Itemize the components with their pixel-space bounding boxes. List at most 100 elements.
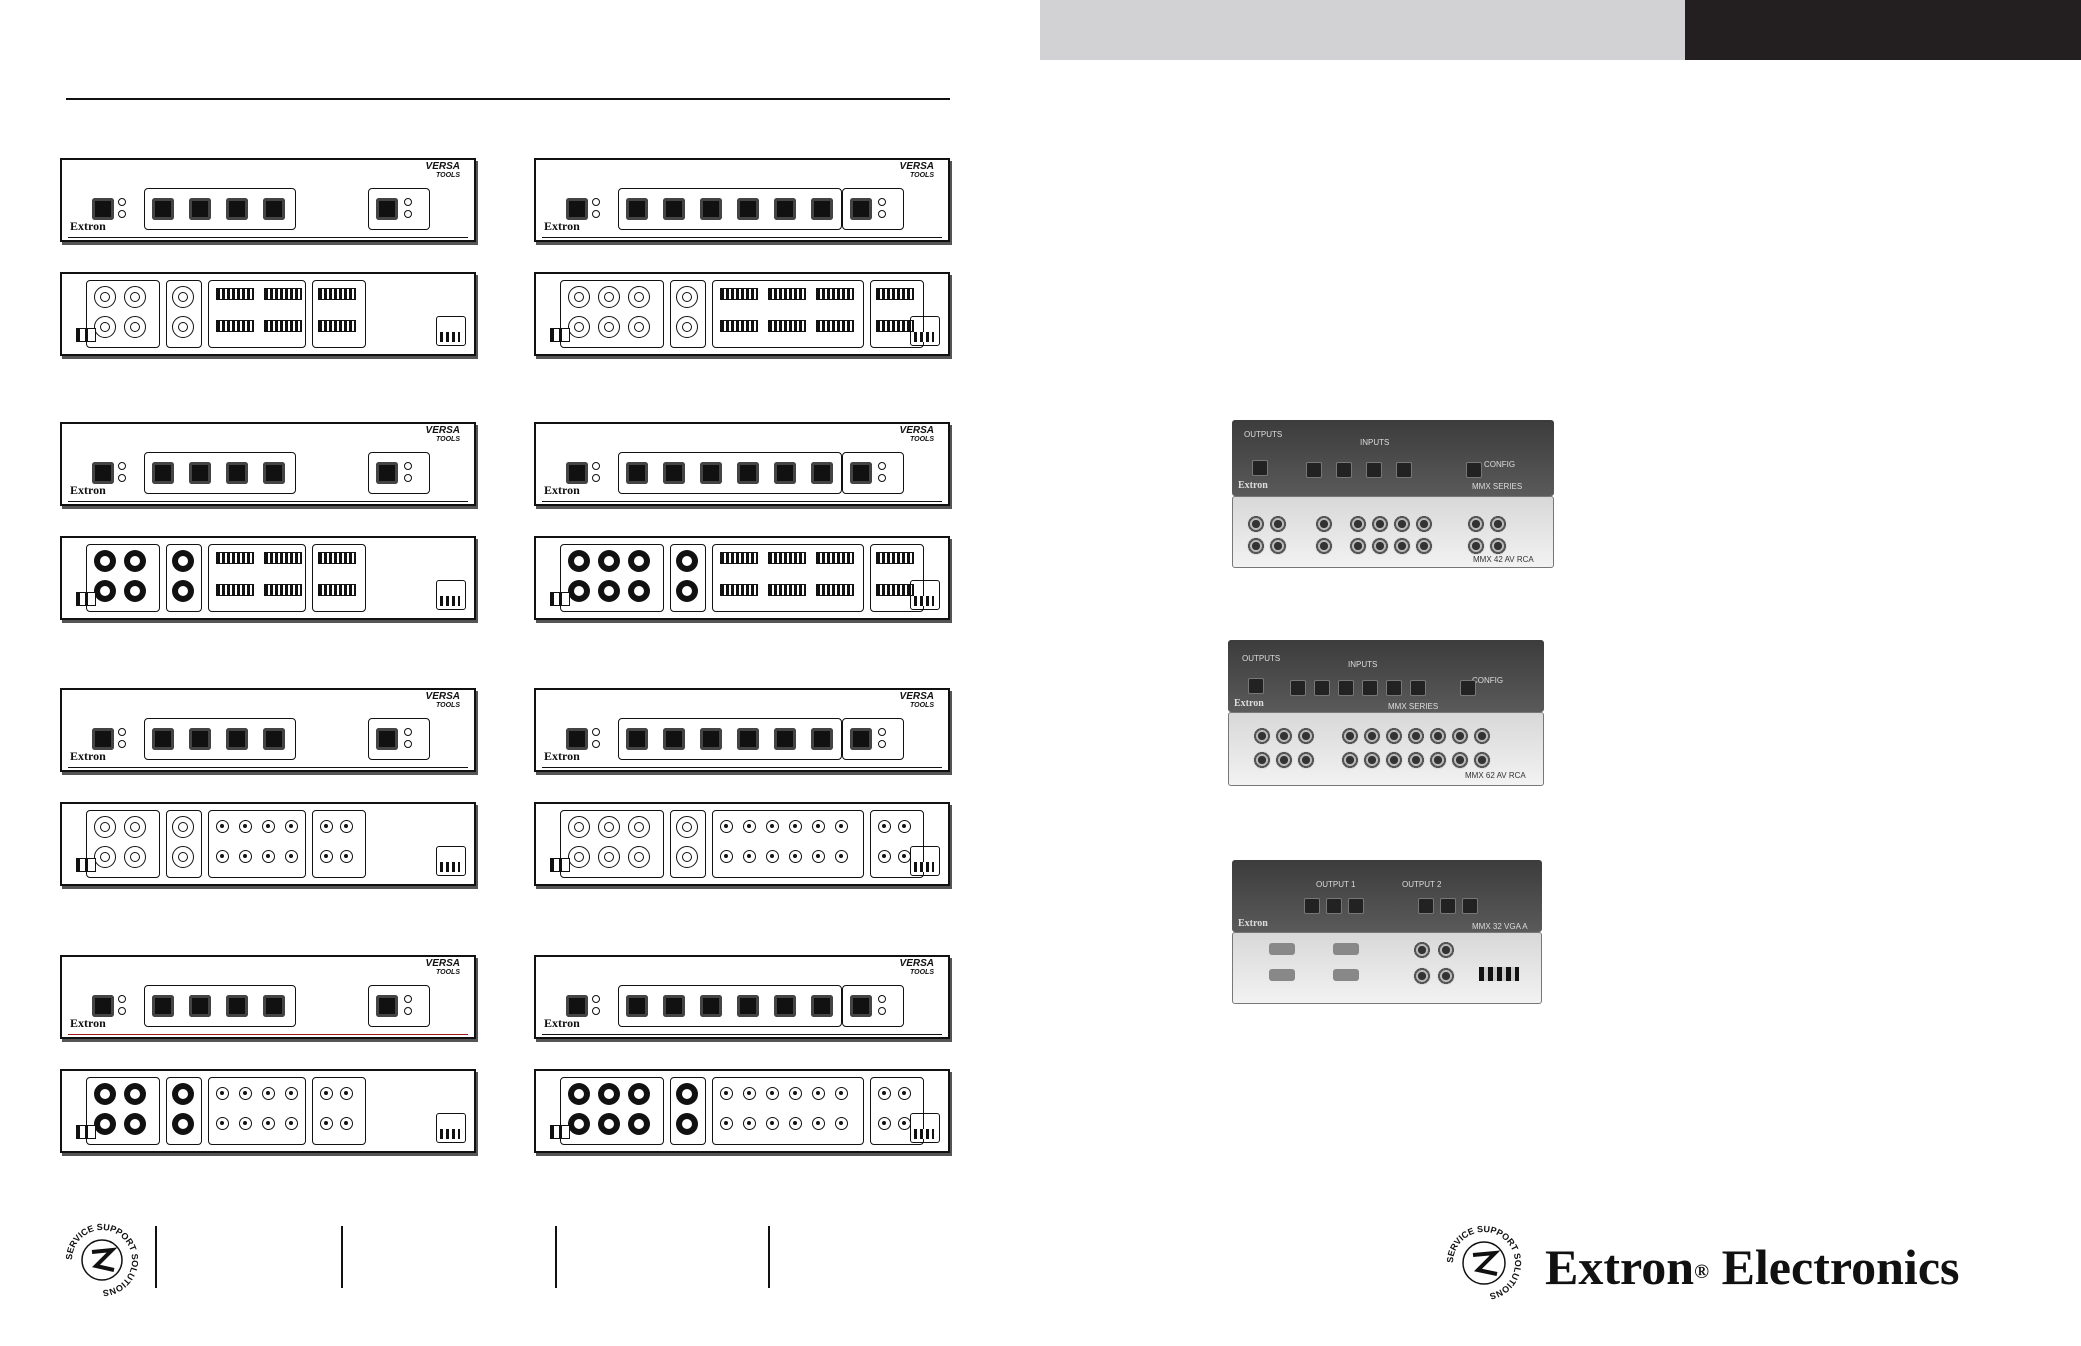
terminal-block (876, 320, 914, 332)
brand-label: Extron (544, 219, 580, 233)
terminal-block (264, 320, 302, 332)
config-group (368, 188, 430, 230)
led-indicator (118, 474, 126, 482)
logo-text: VERSA (899, 425, 934, 436)
led-indicator (878, 198, 886, 206)
base-line (68, 236, 468, 238)
rca-jack (216, 1117, 229, 1130)
led-indicator (592, 995, 600, 1003)
input-connector (628, 846, 650, 868)
input-group (144, 718, 296, 760)
config-button (850, 728, 872, 750)
input-button (263, 462, 285, 484)
input-group (144, 452, 296, 494)
led-indicator (878, 210, 886, 218)
footer-divider (155, 1226, 157, 1288)
brand-name: Extron (1545, 1239, 1695, 1295)
power-connector (550, 1125, 570, 1139)
input-connector (124, 816, 146, 838)
audio-panel (712, 544, 864, 612)
rca-jack (766, 820, 779, 833)
rca-jack (789, 850, 802, 863)
rear-panel (534, 272, 950, 356)
input-connector-panel (560, 1077, 664, 1145)
input-button (700, 995, 722, 1017)
output-connector-panel (670, 544, 706, 612)
input-connector (94, 1113, 116, 1135)
output-button (92, 462, 114, 484)
rca-jack (340, 820, 353, 833)
company-logo: Extron® Electronics (1545, 1238, 1959, 1296)
photo-label: MMX 32 VGA A (1472, 922, 1528, 931)
rca-jack (340, 850, 353, 863)
logo-text: TOOLS (436, 969, 460, 976)
terminal-block (318, 288, 356, 300)
audio-panel (712, 1077, 864, 1145)
output-connector (172, 550, 194, 572)
photo-brand: Extron (1238, 918, 1268, 929)
led-indicator (404, 198, 412, 206)
audio-panel (208, 810, 306, 878)
terminal-block (264, 552, 302, 564)
led-indicator (118, 198, 126, 206)
photo-label: MMX 42 AV RCA (1473, 555, 1534, 564)
output-button (92, 728, 114, 750)
input-button (226, 462, 248, 484)
input-group (144, 985, 296, 1027)
brand-suffix: Electronics (1709, 1239, 1960, 1295)
input-button (152, 198, 174, 220)
top-rule (66, 98, 950, 100)
rca-jack (320, 1117, 333, 1130)
input-button (226, 198, 248, 220)
led-indicator (118, 210, 126, 218)
rca-jack (812, 820, 825, 833)
terminal-block (768, 584, 806, 596)
logo-text: TOOLS (910, 172, 934, 179)
rca-jack (766, 1087, 779, 1100)
audio-panel (208, 544, 306, 612)
led-indicator (592, 210, 600, 218)
photo-label: OUTPUTS (1242, 654, 1281, 663)
output-connector-panel (166, 280, 202, 348)
power-connector (550, 592, 570, 606)
terminal-block (216, 552, 254, 564)
led-indicator (404, 462, 412, 470)
config-button (376, 728, 398, 750)
rca-jack (320, 1087, 333, 1100)
input-connector (568, 1083, 590, 1105)
input-button (811, 995, 833, 1017)
photo-label: OUTPUT 1 (1316, 880, 1356, 889)
logo-text: TOOLS (910, 969, 934, 976)
rca-jack (743, 850, 756, 863)
input-button (189, 198, 211, 220)
photo-label: CONFIG (1472, 676, 1504, 685)
config-group (842, 188, 904, 230)
rca-jack (262, 820, 275, 833)
output-connector (172, 1113, 194, 1135)
rca-jack (812, 1117, 825, 1130)
output-connector (676, 816, 698, 838)
terminal-block (264, 288, 302, 300)
rca-jack (285, 820, 298, 833)
output-connector (172, 316, 194, 338)
rca-jack (878, 850, 891, 863)
rca-jack (720, 1087, 733, 1100)
input-button (737, 198, 759, 220)
terminal-block (720, 320, 758, 332)
input-connector (598, 286, 620, 308)
rca-jack (812, 1087, 825, 1100)
rear-panel (534, 536, 950, 620)
input-button (811, 728, 833, 750)
input-group (144, 188, 296, 230)
logo-text: VERSA (899, 958, 934, 969)
base-line (542, 236, 942, 238)
output-connector (172, 580, 194, 602)
input-connector (598, 846, 620, 868)
terminal-block (216, 320, 254, 332)
